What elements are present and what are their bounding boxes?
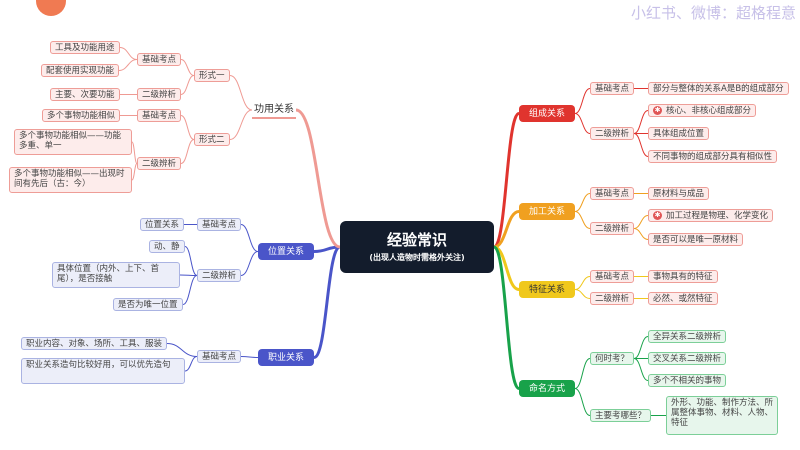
link-func-3 (180, 75, 195, 95)
topic-func[interactable]: 功用关系 (254, 104, 294, 115)
link-naming-2 (633, 336, 649, 359)
link-compose-0 (574, 88, 591, 114)
position-bx-item-1[interactable]: 具体位置（内外、上下、首尾），是否接触 (52, 262, 180, 288)
link-center-job (313, 245, 341, 359)
link-position-3 (184, 246, 198, 276)
naming-when-item-1[interactable]: 交叉关系二级辨析 (648, 352, 727, 365)
link-process-4 (633, 228, 649, 240)
link-func-0 (229, 75, 253, 111)
central-topic-title: 经验常识 (386, 231, 447, 249)
topic-position[interactable]: 位置关系 (258, 243, 314, 260)
topic-process[interactable]: 加工关系 (519, 203, 575, 220)
link-naming-0 (574, 358, 591, 389)
func-form2-kd-item-0[interactable]: 多个事物功能相似 (42, 109, 121, 122)
naming-what-item-0[interactable]: 外形、功能、制作方法、所属整体事物、材料、人物、特征 (666, 396, 778, 435)
link-process-1 (574, 211, 591, 229)
func-form2[interactable]: 形式二 (194, 133, 230, 146)
link-job-2 (184, 356, 198, 372)
logo (36, 0, 66, 16)
watermark: 小红书、微博：超格程意 (630, 4, 796, 22)
naming-when-item-0[interactable]: 全异关系二级辨析 (648, 330, 727, 343)
func-form1[interactable]: 形式一 (194, 69, 230, 82)
func-form1-kd-item-0[interactable]: 工具及功能用途 (50, 41, 120, 54)
link-func-11 (131, 163, 138, 181)
topic-feature[interactable]: 特征关系 (519, 281, 575, 298)
position-kd-item-0[interactable]: 位置关系 (140, 218, 185, 231)
job-kaodian[interactable]: 基础考点 (197, 350, 242, 363)
link-job-1 (166, 343, 198, 357)
process-kaodian[interactable]: 基础考点 (590, 187, 635, 200)
position-kaodian[interactable]: 基础考点 (197, 218, 242, 231)
link-compose-1 (574, 113, 591, 134)
naming-when[interactable]: 何时考？ (590, 352, 635, 365)
feature-bx-item-0[interactable]: 必然、或然特征 (648, 292, 718, 305)
compose-bianxi[interactable]: 二级辨析 (590, 127, 635, 140)
link-func-8 (180, 139, 195, 164)
link-process-0 (574, 193, 591, 212)
compose-bx-item-0-text: 核心、非核心组成部分 (666, 105, 752, 116)
func-form1-kaodian[interactable]: 基础考点 (137, 53, 182, 66)
func-form2-bx-item-1[interactable]: 多个事物功能相似——出现时间有先后（古：今） (9, 167, 132, 193)
feature-kaodian[interactable]: 基础考点 (590, 270, 635, 283)
process-bx-item-1[interactable]: 是否可以是唯一原材料 (648, 233, 744, 246)
link-position-1 (240, 251, 259, 276)
job-item-1[interactable]: 职业关系造句比较好用，可以优先造句 (21, 358, 185, 384)
topic-naming[interactable]: 命名方式 (519, 380, 575, 397)
link-job-0 (240, 356, 259, 358)
position-bx-item-2[interactable]: 是否为唯一位置 (113, 298, 183, 311)
link-naming-4 (633, 358, 649, 381)
topic-compose[interactable]: 组成关系 (519, 105, 575, 122)
process-bx-item-0-text: 加工过程是物理、化学变化 (666, 210, 769, 221)
job-item-0[interactable]: 职业内容、对象、场所、工具、服装 (21, 337, 168, 350)
compose-bx-item-0[interactable]: ✱ 核心、非核心组成部分 (648, 104, 757, 117)
link-center-func (295, 108, 341, 249)
link-compose-3 (633, 110, 649, 134)
func-form2-kaodian[interactable]: 基础考点 (137, 109, 182, 122)
feature-kd-item-0[interactable]: 事物具有的特征 (648, 270, 718, 283)
topic-job[interactable]: 职业关系 (258, 349, 314, 366)
link-feature-1 (574, 289, 591, 299)
link-func-4 (119, 47, 138, 60)
link-func-7 (180, 115, 195, 140)
process-bianxi[interactable]: 二级辨析 (590, 222, 635, 235)
process-bx-item-0[interactable]: ✱ 加工过程是物理、化学变化 (648, 209, 774, 222)
link-compose-5 (633, 133, 649, 157)
process-kd-item-0[interactable]: 原材料与成品 (648, 187, 710, 200)
link-center-process (493, 210, 520, 249)
link-center-compose (492, 112, 521, 249)
asterisk-icon: ✱ (653, 211, 662, 220)
link-func-10 (131, 141, 138, 164)
naming-what[interactable]: 主要考哪些？ (590, 409, 652, 422)
link-func-1 (229, 109, 253, 140)
func-form2-bx-item-0[interactable]: 多个事物功能相似——功能多重、单一 (14, 129, 132, 155)
feature-bianxi[interactable]: 二级辨析 (590, 292, 635, 305)
position-bianxi[interactable]: 二级辨析 (197, 269, 242, 282)
func-form2-bianxi[interactable]: 二级辨析 (137, 157, 182, 170)
compose-bx-item-1[interactable]: 具体组成位置 (648, 127, 710, 140)
link-process-3 (633, 215, 649, 229)
asterisk-icon: ✱ (653, 106, 662, 115)
link-center-naming (492, 245, 521, 390)
link-position-5 (182, 275, 198, 305)
link-naming-1 (574, 388, 591, 416)
link-feature-0 (574, 276, 591, 290)
central-topic[interactable]: 经验常识 (出现人造物时需格外关注) (340, 221, 494, 273)
func-form1-bx-item-0[interactable]: 主要、次要功能 (50, 88, 120, 101)
func-form1-bianxi[interactable]: 二级辨析 (137, 88, 182, 101)
link-position-0 (240, 224, 259, 252)
compose-kaodian[interactable]: 基础考点 (590, 82, 635, 95)
func-form1-kd-item-1[interactable]: 配套使用实现功能 (41, 64, 120, 77)
link-func-2 (180, 59, 195, 76)
link-func-5 (118, 59, 138, 71)
position-bx-item-0[interactable]: 动、静 (149, 240, 185, 253)
central-topic-subtitle: (出现人造物时需格外关注) (369, 253, 465, 262)
compose-kd-item-0[interactable]: 部分与整体的关系A是B的组成部分 (648, 82, 789, 95)
compose-bx-item-2[interactable]: 不同事物的组成部分具有相似性 (648, 150, 778, 163)
link-position-4 (179, 274, 198, 276)
naming-when-item-2[interactable]: 多个不相关的事物 (648, 374, 727, 387)
